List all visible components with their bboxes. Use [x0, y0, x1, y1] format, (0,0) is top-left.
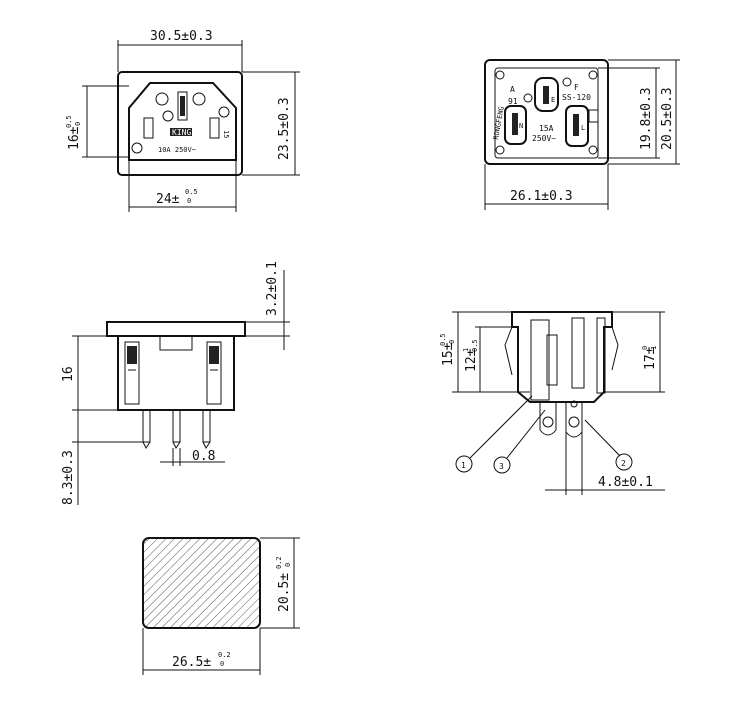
c14-width-dim: 30.5±0.3	[150, 29, 213, 44]
c14-brand: KING	[172, 128, 191, 137]
c14-side-text: 15	[222, 130, 230, 138]
c14-pin-thickness: 0.8	[192, 449, 215, 464]
ss120-height-inner: 19.8±0.3	[639, 87, 654, 150]
front-view-ss120: A F 91 SS-120 E N L RONGFENG 15A 250V~ 1…	[484, 59, 680, 210]
ss120-right-dim: 17± 0 1	[641, 346, 658, 370]
svg-text:16±: 16±	[67, 126, 82, 150]
svg-text:1: 1	[462, 348, 470, 352]
svg-text:17±: 17±	[643, 346, 658, 370]
svg-text:0: 0	[284, 563, 292, 567]
ss120-model: SS-120	[562, 93, 591, 102]
svg-text:0.5: 0.5	[471, 339, 479, 352]
ss120-rating-volt: 250V~	[532, 134, 556, 143]
ss120-rating-amp: 15A	[539, 124, 554, 133]
cutout-width-tol-bot: 0	[220, 660, 224, 668]
c14-bottom-tol-bot: 0	[187, 197, 191, 205]
ss120-brand: RONGFENG	[492, 106, 506, 141]
ss120-letter-a: A	[510, 85, 515, 94]
side-view-c14: 3.2±0.1 16 8.3±0.3 0.8	[61, 261, 290, 505]
ss120-width: 26.1±0.3	[510, 189, 573, 204]
ss120-outer-dim: 15± 0.5 0	[439, 333, 456, 366]
c14-bottom-dim: 24±	[156, 192, 180, 207]
side-view-ss120: 15± 0.5 0 12± 1 0.5 17± 0 1 4.8±0.1 1 3	[439, 311, 665, 495]
ss120-letter-n: N	[519, 122, 523, 130]
callout-3: 3	[499, 462, 504, 471]
c14-bottom-tol-top: 0.5	[185, 188, 198, 196]
svg-text:0: 0	[74, 122, 82, 126]
ss120-letter-l: L	[581, 124, 585, 132]
c14-flange-dim: 3.2±0.1	[265, 261, 280, 316]
svg-text:1: 1	[650, 346, 658, 350]
ss120-height-outer: 20.5±0.3	[660, 87, 675, 150]
svg-text:15±: 15±	[441, 342, 456, 366]
cutout-height-dim: 20.5± 0.2 0	[275, 556, 292, 612]
front-view-c14: KING 10A 250V~ 15 30.5±0.3 23.5±0.3 16± …	[65, 29, 300, 212]
cutout-width-dim: 26.5±	[172, 655, 211, 670]
svg-text:0: 0	[448, 340, 456, 344]
svg-text:20.5±: 20.5±	[277, 573, 292, 612]
ss120-inner-dim: 12± 1 0.5	[462, 339, 479, 372]
ss120-letter-e: E	[551, 96, 555, 104]
c14-height-dim: 23.5±0.3	[277, 97, 292, 160]
c14-height-side: 16	[61, 366, 76, 382]
ss120-letter-f: F	[574, 83, 579, 92]
svg-text:0: 0	[641, 346, 649, 350]
ss120-mark-91: 91	[508, 97, 518, 106]
callout-1: 1	[461, 461, 466, 470]
cutout-width-tol-top: 0.2	[218, 651, 231, 659]
c14-rating: 10A 250V~	[158, 146, 196, 154]
c14-pin-offset-dim: 16± 0.5 0	[65, 115, 82, 150]
svg-text:0.5: 0.5	[65, 115, 73, 128]
panel-cutout: 20.5± 0.2 0 26.5± 0.2 0	[142, 537, 300, 675]
callout-2: 2	[621, 459, 626, 468]
svg-text:0.2: 0.2	[275, 556, 283, 569]
c14-pin-length: 8.3±0.3	[61, 450, 76, 505]
svg-text:12±: 12±	[464, 348, 479, 372]
ss120-pin-pitch: 4.8±0.1	[598, 475, 653, 490]
svg-text:0.5: 0.5	[439, 333, 447, 346]
